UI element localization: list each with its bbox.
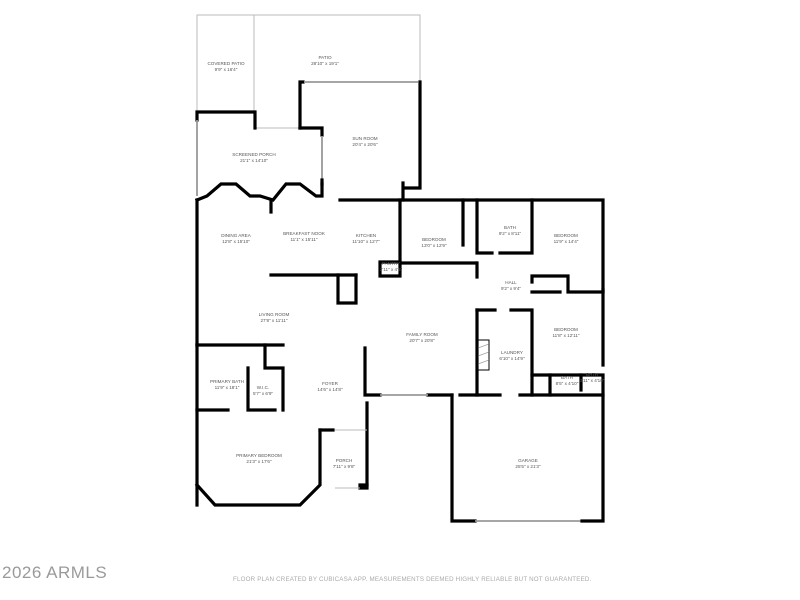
room-label: Sun Room20'4" x 20'6" — [352, 136, 377, 148]
room-size: 25'5" x 21'3" — [515, 464, 541, 469]
house-walls — [194, 182, 605, 523]
room-label: Bath3'11" x 4'10" — [580, 372, 605, 384]
room-label: Living Room27'8" x 11'11" — [259, 312, 290, 324]
room-name: Foyer — [322, 381, 338, 386]
room-name: Covered Patio — [207, 61, 245, 66]
room-label: Bath9'2" x 8'11" — [499, 225, 521, 237]
room-name: Patio — [318, 55, 332, 60]
room-name: Living Room — [258, 312, 290, 317]
room-size: 3'11" x 4'10" — [579, 378, 605, 383]
room-size: 27'8" x 11'11" — [260, 318, 288, 323]
room-label: Kitchen11'10" x 12'7" — [352, 233, 379, 245]
room-size: 11'9" x 18'1" — [214, 385, 240, 390]
room-size: 7'11" x 9'8" — [332, 464, 356, 469]
room-label: Hall9'2" x 9'4" — [501, 280, 521, 292]
room-name: Primary Bedroom — [236, 453, 282, 458]
room-name: Garage — [518, 458, 538, 463]
room-name: Hall — [505, 280, 517, 285]
room-size: 9'2" x 8'11" — [498, 231, 522, 236]
room-label: Pantry2'11" x 4'5" — [380, 261, 402, 273]
room-label: Patio28'10" x 19'1" — [311, 55, 339, 67]
room-name: Breakfast Nook — [283, 231, 325, 236]
room-name: Sun Room — [352, 136, 378, 141]
sun-room-walls — [298, 80, 422, 202]
room-size: 13'0" x 12'9" — [421, 243, 447, 248]
room-size: 21'3" x 17'6" — [246, 459, 272, 464]
room-label: Bedroom13'0" x 12'9" — [421, 237, 446, 249]
room-size: 9'2" x 9'4" — [500, 286, 522, 291]
room-name: Primary Bath — [210, 379, 244, 384]
room-size: 6'10" x 14'9" — [499, 356, 525, 361]
room-name: Screened Porch — [232, 152, 276, 157]
room-label: Covered Patio9'9" x 16'4" — [207, 61, 244, 73]
room-label: Bedroom11'9" x 14'4" — [554, 233, 579, 245]
room-size: 5'7" x 6'9" — [252, 391, 274, 396]
room-size: 20'7" x 20'8" — [409, 338, 435, 343]
room-label: Bath8'5" x 4'10" — [556, 375, 579, 387]
room-size: 11'8" x 12'11" — [552, 333, 580, 338]
patio-outline — [196, 14, 421, 129]
room-name: Dining Area — [221, 233, 251, 238]
room-label: Porch7'11" x 9'8" — [333, 458, 355, 470]
room-name: W.I.C. — [256, 385, 270, 390]
room-name: Family Room — [406, 332, 438, 337]
room-name: Kitchen — [355, 233, 377, 238]
screened-porch-walls — [195, 110, 257, 196]
room-size: 14'6" x 14'8" — [317, 387, 343, 392]
room-size: 12'8" x 15'10" — [222, 239, 250, 244]
room-name: Bedroom — [554, 327, 578, 332]
disclaimer: FLOOR PLAN CREATED BY CUBICASA APP. MEAS… — [233, 576, 592, 583]
room-size: 9'9" x 16'4" — [214, 67, 238, 72]
room-name: Bath — [586, 372, 598, 377]
room-size: 11'1" x 15'11" — [290, 237, 318, 242]
room-name: Bedroom — [422, 237, 446, 242]
room-name: Bedroom — [554, 233, 578, 238]
room-size: 2'11" x 4'5" — [379, 267, 403, 272]
fireplace — [477, 339, 490, 371]
room-name: Bath — [561, 375, 573, 380]
room-label: Dining Area12'8" x 15'10" — [221, 233, 251, 245]
room-label: Bedroom11'8" x 12'11" — [552, 327, 579, 339]
room-size: 20'4" x 20'6" — [352, 142, 378, 147]
room-label: Primary Bath11'9" x 18'1" — [210, 379, 244, 391]
room-label: Screened Porch21'1" x 14'10" — [232, 152, 275, 164]
room-size: 11'9" x 14'4" — [553, 239, 579, 244]
room-label: Foyer14'6" x 14'8" — [317, 381, 342, 393]
room-name: Porch — [335, 458, 353, 463]
room-name: Bath — [504, 225, 516, 230]
room-name: Laundry — [501, 350, 523, 355]
room-size: 11'10" x 12'7" — [352, 239, 380, 244]
room-label: Family Room20'7" x 20'8" — [406, 332, 437, 344]
watermark: 2026 ARMLS — [2, 563, 108, 582]
room-size: 8'5" x 4'10" — [555, 381, 579, 386]
room-label: Laundry6'10" x 14'9" — [499, 350, 524, 362]
room-label: Breakfast Nook11'1" x 15'11" — [283, 231, 325, 243]
room-size: 28'10" x 19'1" — [311, 61, 339, 66]
room-name: Pantry — [381, 261, 401, 266]
room-size: 21'1" x 14'10" — [240, 158, 268, 163]
room-label: Garage25'5" x 21'3" — [515, 458, 540, 470]
room-label: W.I.C.5'7" x 6'9" — [253, 385, 273, 397]
room-label: Primary Bedroom21'3" x 17'6" — [236, 453, 282, 465]
